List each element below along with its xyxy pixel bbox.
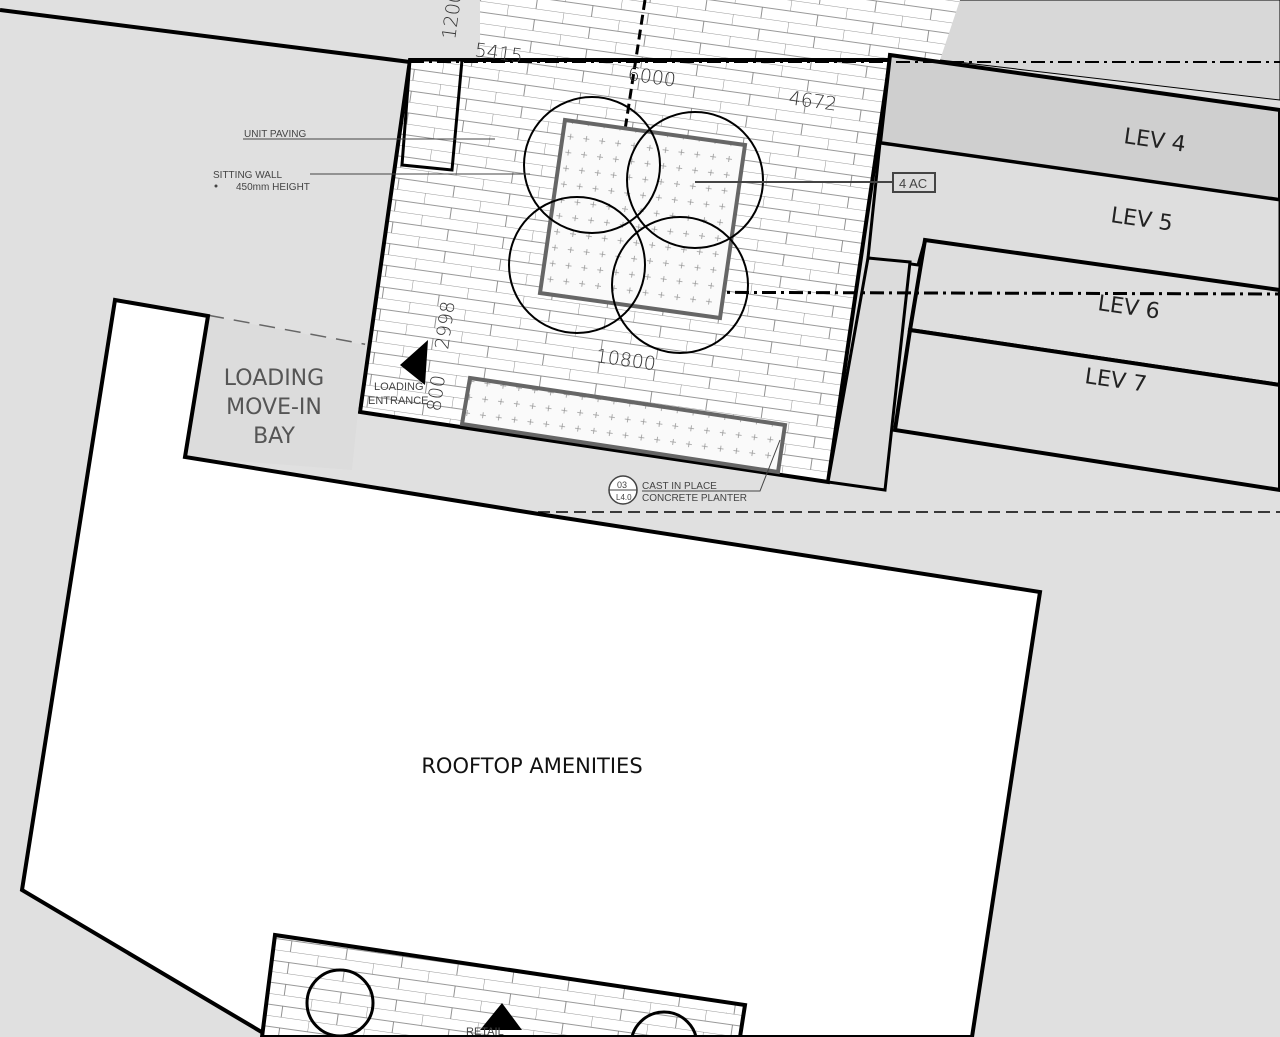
ac-tag-label: 4 AC xyxy=(899,176,927,191)
tree-icon xyxy=(626,111,764,249)
concrete-planter xyxy=(459,375,788,475)
loading-bay-label-3: BAY xyxy=(253,424,295,449)
loading-bay xyxy=(185,316,365,470)
umbrella-icon xyxy=(305,968,375,1037)
planter-note-2: CONCRETE PLANTER xyxy=(642,493,747,504)
rooftop-amenities-label: ROOFTOP AMENITIES xyxy=(421,754,642,778)
planter-note-1: CAST IN PLACE xyxy=(642,481,717,492)
umbrella-icon xyxy=(630,1010,698,1037)
loading-bay-label-1: LOADING xyxy=(224,366,324,391)
note-unit-paving: UNIT PAVING xyxy=(244,129,306,140)
lev4-band xyxy=(877,52,1280,203)
note-sitting-wall-height: 450mm HEIGHT xyxy=(236,182,310,193)
rooftop-amenities-area xyxy=(19,297,1043,1037)
note-sitting-wall: SITTING WALL xyxy=(213,170,283,181)
retail-arrow-icon xyxy=(480,1003,522,1030)
ac-tag xyxy=(892,172,936,193)
loading-bay-label-2: MOVE-IN xyxy=(226,395,322,420)
tree-icons xyxy=(508,96,764,354)
west-strip xyxy=(400,58,464,172)
east-strip xyxy=(826,256,912,492)
tree-icon xyxy=(508,196,646,334)
lev6-band xyxy=(907,237,1280,388)
loading-entrance-label: LOADING xyxy=(374,381,424,393)
callout-number: 03 xyxy=(617,480,627,490)
loading-entrance-label-2: ENTRANCE xyxy=(368,395,429,407)
tree-icon xyxy=(523,96,661,234)
loading-arrow-icon xyxy=(400,340,428,385)
retail-label: RETAIL xyxy=(466,1026,504,1037)
retail-paving xyxy=(259,932,748,1037)
callout-sheet: L4.0 xyxy=(616,493,632,502)
lev7-band xyxy=(892,327,1280,493)
tree-planter xyxy=(537,117,748,321)
top-paving xyxy=(480,0,960,60)
dim-1200: 1200 xyxy=(438,0,467,41)
dim-800: 800 xyxy=(423,374,450,413)
tree-icon xyxy=(611,216,749,354)
